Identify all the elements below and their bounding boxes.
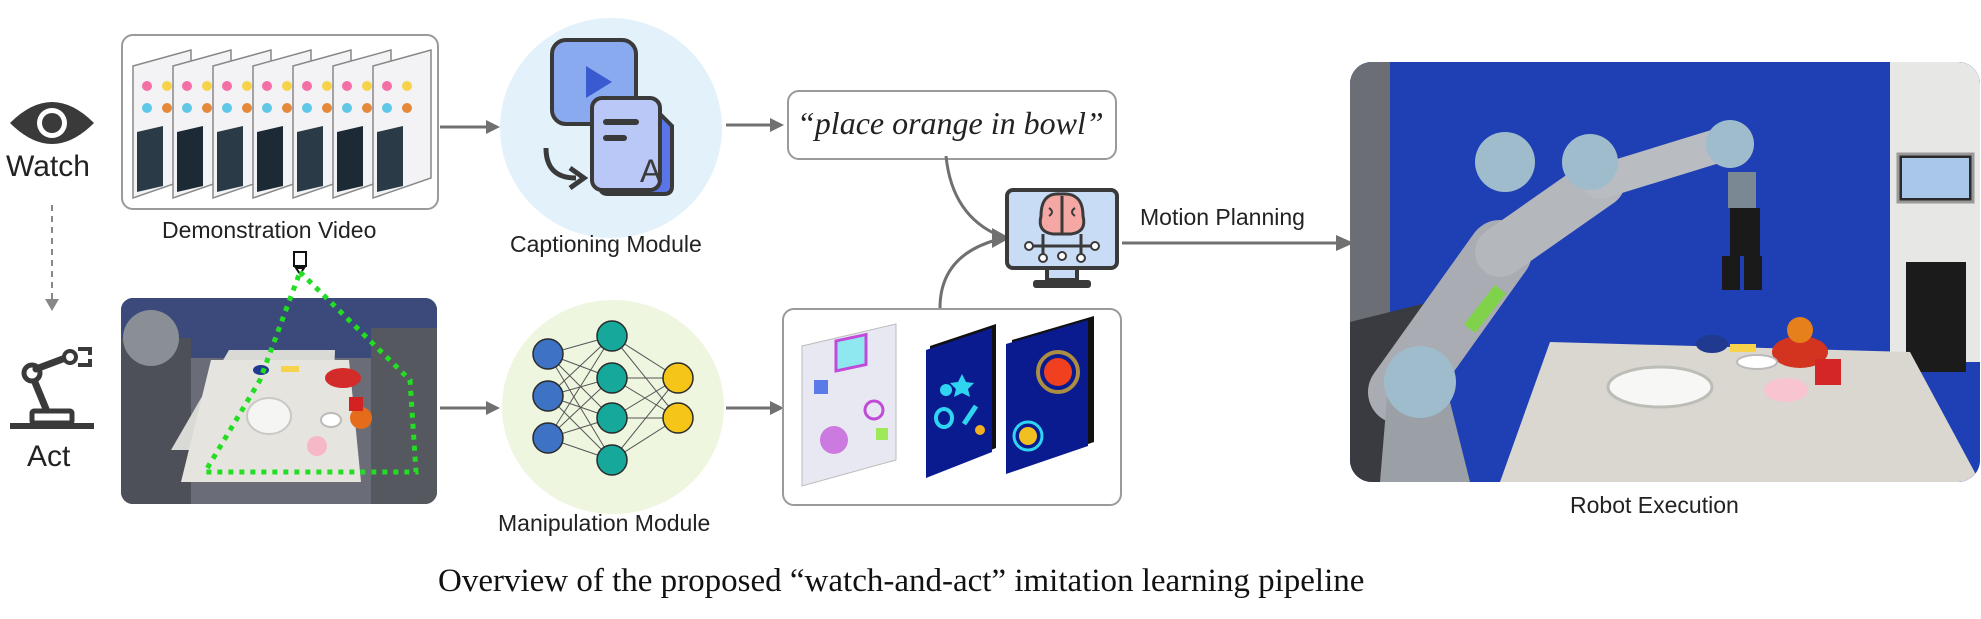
nn-node — [596, 362, 628, 394]
nn-node — [596, 320, 628, 352]
neural-network-icon — [532, 320, 694, 476]
robot-execution-label: Robot Execution — [1570, 492, 1739, 518]
video-frame — [372, 49, 432, 200]
eye-icon — [10, 102, 94, 144]
robot-arm-icon — [10, 347, 94, 429]
camera-field-of-view — [200, 270, 419, 475]
demonstration-video-frame — [121, 34, 439, 210]
connector-lines — [938, 156, 1010, 309]
brain-monitor-icon — [1005, 188, 1119, 288]
watch-label: Watch — [6, 150, 90, 183]
figure-caption: Overview of the proposed “watch-and-act”… — [438, 563, 1365, 599]
robot-execution-photo — [1350, 62, 1980, 482]
nn-node — [662, 362, 694, 394]
nn-edge — [547, 335, 613, 439]
manipulation-module-label: Manipulation Module — [498, 510, 711, 536]
nn-edge — [611, 335, 679, 419]
video-frames-stack — [132, 49, 432, 200]
nn-node — [532, 422, 564, 454]
heatmap-box — [782, 308, 1122, 506]
arrow-scene-to-manipulation — [440, 401, 500, 415]
demonstration-video-label: Demonstration Video — [162, 217, 377, 243]
captioning-module-label: Captioning Module — [510, 231, 702, 257]
arrow-manipulation-to-heatmaps — [726, 401, 784, 415]
motion-planning-label: Motion Planning — [1140, 204, 1305, 230]
act-label: Act — [27, 440, 71, 473]
svg-text:A: A — [640, 153, 662, 189]
nn-edge — [611, 377, 679, 461]
captioning-module: A — [500, 18, 722, 238]
watch-to-act-arrow — [45, 205, 59, 311]
act-group: Act — [0, 345, 105, 475]
instruction-box: “place orange in bowl” — [787, 90, 1117, 160]
arrow-to-robot-execution — [1122, 235, 1354, 251]
manipulation-module — [502, 300, 724, 514]
affordance-heatmaps — [801, 316, 1094, 487]
arrow-captioning-to-instruction — [726, 118, 784, 132]
watch-group: Watch — [0, 95, 105, 195]
nn-node — [532, 338, 564, 370]
nn-node — [596, 444, 628, 476]
video-document-icon: A — [543, 38, 674, 196]
arrow-video-to-captioning — [440, 120, 500, 134]
nn-node — [532, 380, 564, 412]
instruction-text: “place orange in bowl” — [797, 105, 1104, 141]
nn-node — [596, 402, 628, 434]
nn-node — [662, 402, 694, 434]
